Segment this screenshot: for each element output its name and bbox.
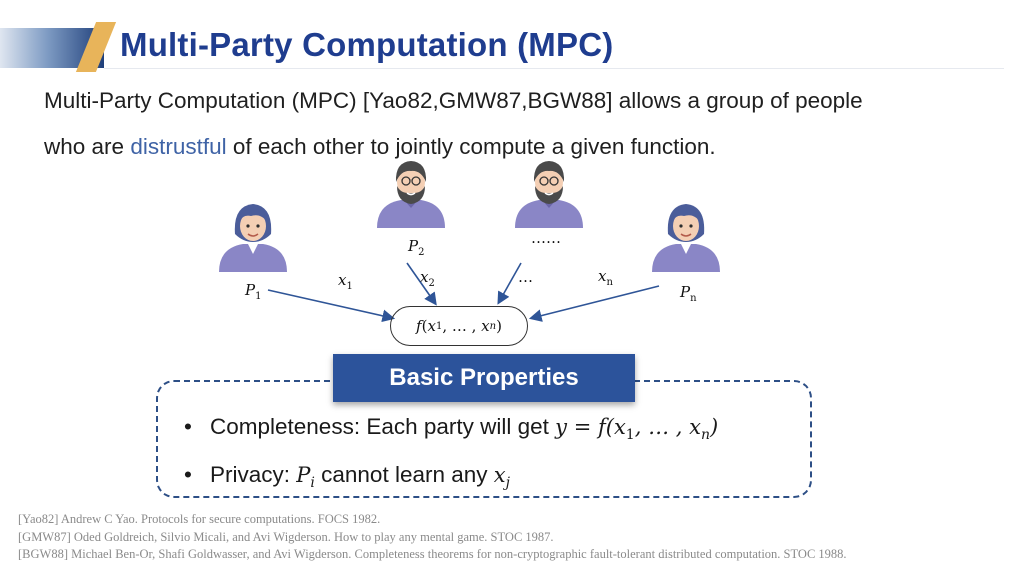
privacy-party: Pi <box>296 463 315 492</box>
privacy-text: cannot learn any <box>314 462 494 487</box>
party-1-avatar <box>218 203 288 273</box>
reference-gmw87: [GMW87] Oded Goldreich, Silvio Micali, a… <box>18 529 554 544</box>
completeness-label: Completeness: Each party will get <box>210 414 556 439</box>
bullet-dot: • <box>184 414 192 439</box>
party-3-avatar <box>514 160 584 229</box>
reference-yao82: [Yao82] Andrew C Yao. Protocols for secu… <box>18 512 381 526</box>
references: [Yao82] Andrew C Yao. Protocols for secu… <box>18 511 847 564</box>
party-n-avatar <box>651 203 721 273</box>
intro-line-2: who are distrustful of each other to joi… <box>44 134 716 160</box>
slide-title: Multi-Party Computation (MPC) <box>120 26 614 63</box>
arrow-xn <box>528 285 660 322</box>
title-divider <box>104 68 1004 69</box>
intro-line-1: Multi-Party Computation (MPC) [Yao82,GMW… <box>44 88 863 113</box>
properties-heading: Basic Properties <box>333 354 635 402</box>
input-x2-label: x2 <box>420 268 435 289</box>
party-n-label: Pn <box>680 283 697 304</box>
completeness-item: • Completeness: Each party will get y = f… <box>184 414 718 443</box>
intro-text-before: who are <box>44 134 131 159</box>
arrow-x2 <box>406 262 437 306</box>
privacy-input: xj <box>493 463 510 492</box>
arrow-xdots <box>497 262 522 305</box>
party-1-label: P1 <box>245 281 262 302</box>
input-ellipsis: … <box>518 268 533 286</box>
intro-text-after: of each other to jointly compute a given… <box>226 134 716 159</box>
input-xn-label: xn <box>598 267 613 288</box>
parties-ellipsis: …… <box>531 229 561 247</box>
reference-bgw88: [BGW88] Michael Ben-Or, Shafi Goldwasser… <box>18 547 847 561</box>
bullet-dot: • <box>184 462 192 487</box>
completeness-equation: y = f(x1, … , xn) <box>555 415 719 444</box>
arrow-x1 <box>267 289 396 323</box>
party-2-label: P2 <box>408 237 425 258</box>
party-2-avatar <box>376 160 446 229</box>
privacy-label: Privacy: <box>210 462 297 487</box>
input-x1-label: x1 <box>338 271 353 292</box>
privacy-item: • Privacy: Pi cannot learn any xj <box>184 462 510 491</box>
intro-highlight: distrustful <box>130 134 227 159</box>
